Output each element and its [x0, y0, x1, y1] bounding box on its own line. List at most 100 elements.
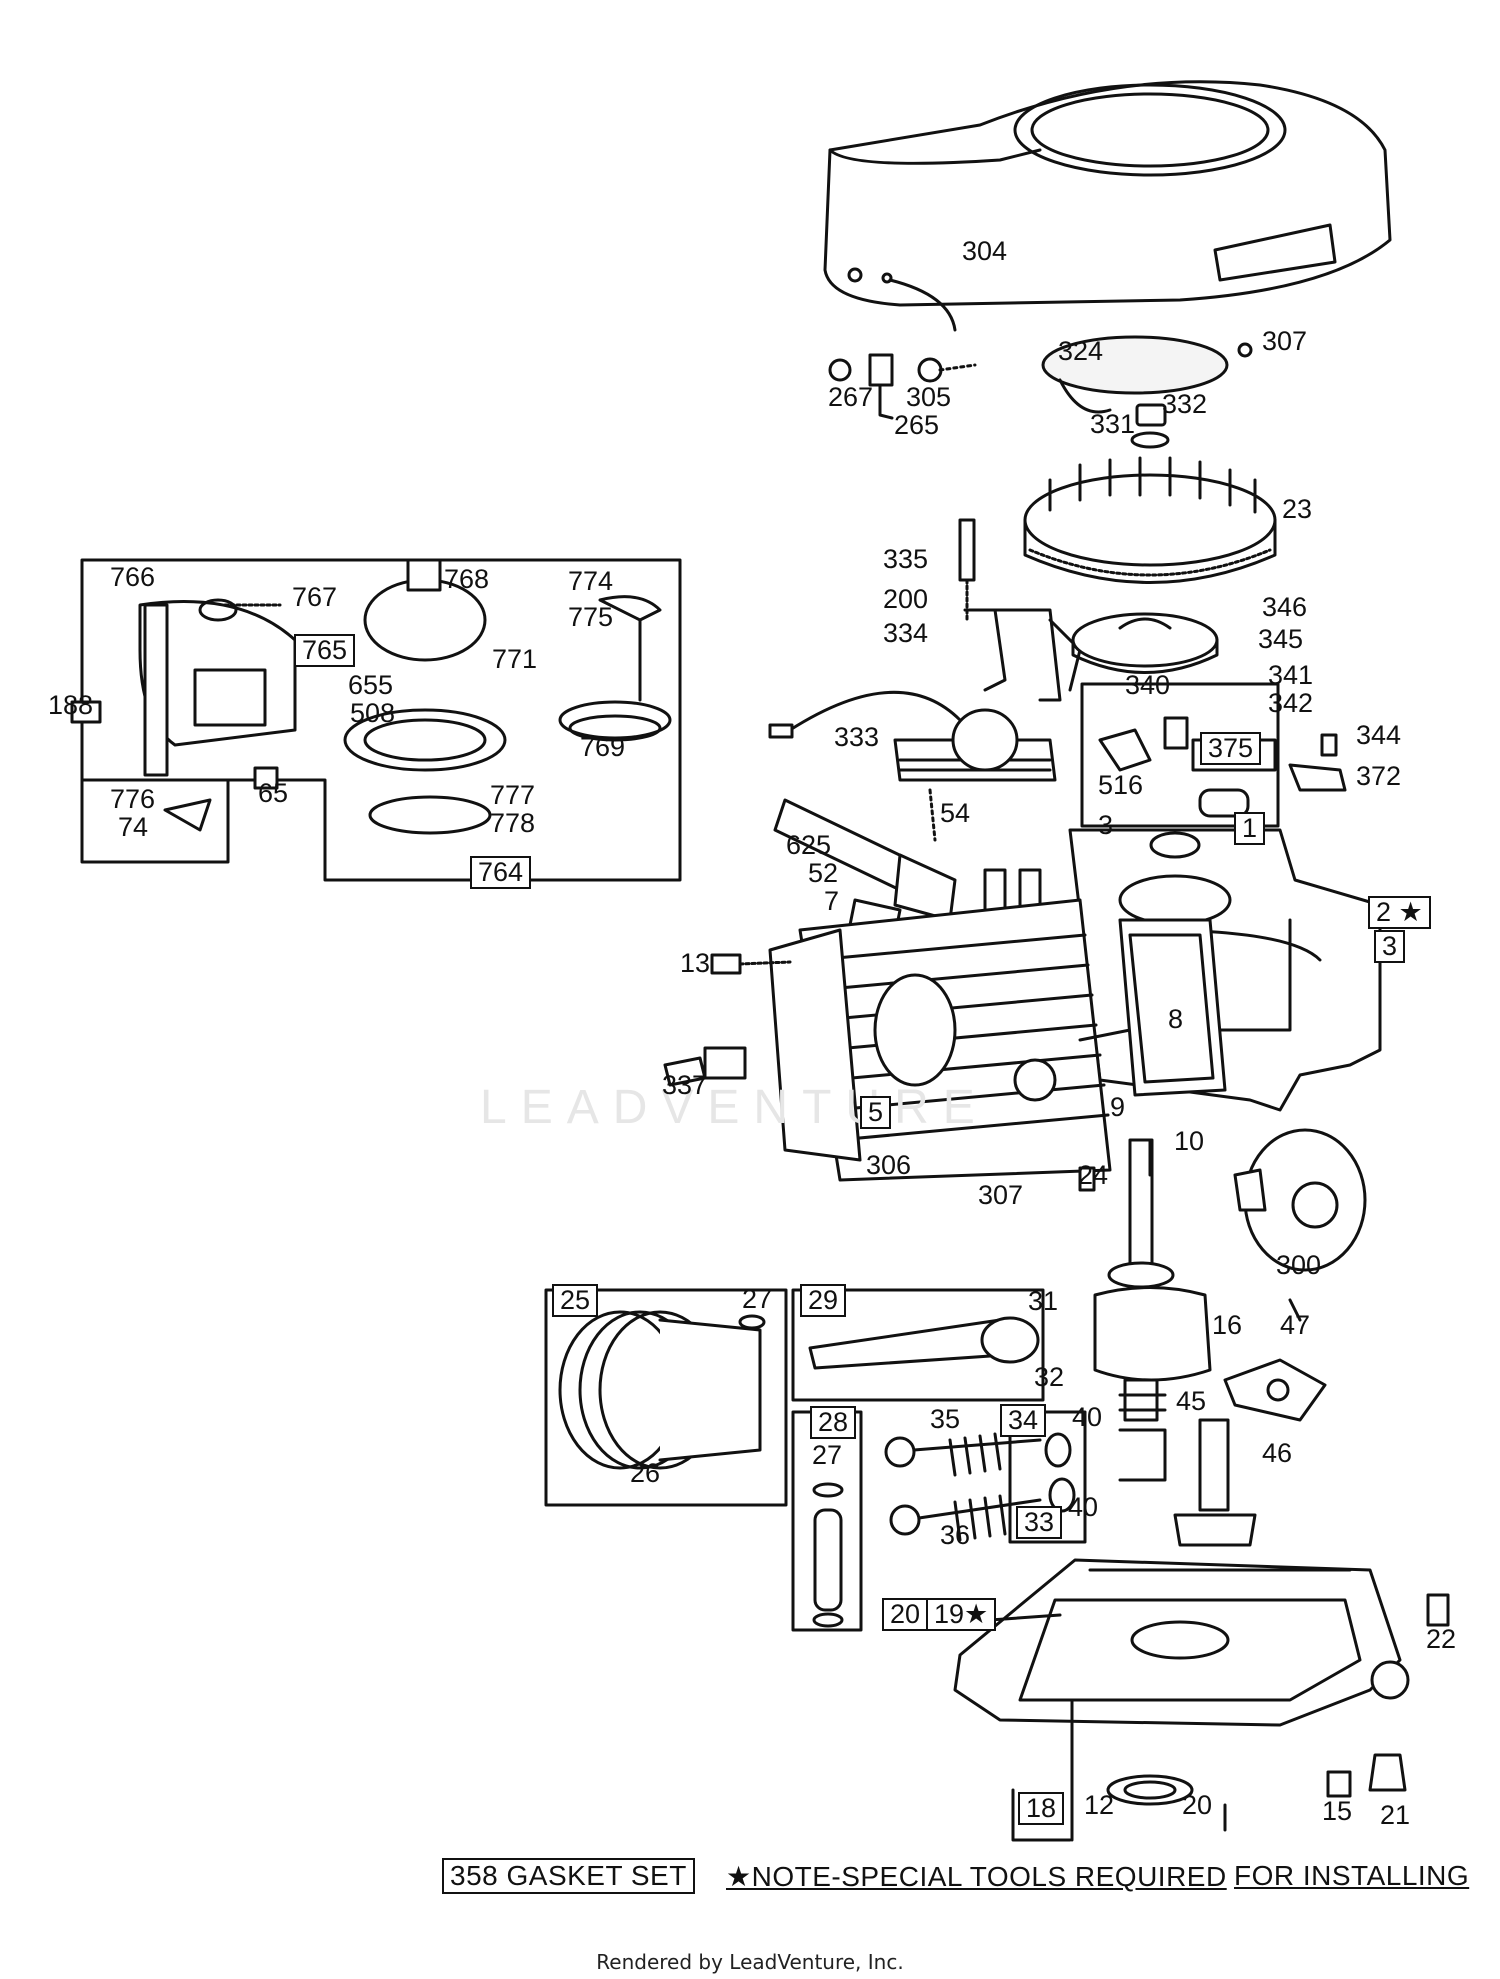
blower-housing-304: [823, 80, 1392, 332]
part-label-2star: 2 ★: [1368, 896, 1431, 929]
part-label-340: 340: [1125, 670, 1171, 700]
part-label-334: 334: [883, 618, 929, 648]
governor-47: [1223, 1358, 1327, 1422]
part-label-771: 771: [492, 644, 538, 674]
flywheel-23: [1023, 456, 1277, 584]
bracket-372: [1288, 733, 1347, 792]
part-label-9: 9: [1110, 1092, 1126, 1122]
part-label-3a: 3: [1098, 810, 1114, 840]
special-tools-note: ★NOTE-SPECIAL TOOLS REQUIRED: [726, 1861, 1227, 1892]
part-label-34: 34: [1000, 1404, 1047, 1437]
part-label-23: 23: [1282, 494, 1313, 524]
part-label-346: 346: [1262, 592, 1308, 622]
part-label-324: 324: [1058, 336, 1104, 366]
part-label-304: 304: [962, 236, 1008, 266]
rewind-starter-group: [70, 558, 682, 882]
part-label-21: 21: [1380, 1800, 1411, 1830]
part-label-28: 28: [810, 1406, 857, 1439]
part-label-625: 625: [786, 830, 832, 860]
part-label-20a: 20: [882, 1598, 929, 1631]
part-label-7: 7: [824, 886, 840, 916]
part-label-333: 333: [834, 722, 880, 752]
render-credit: Rendered by LeadVenture, Inc.: [596, 1950, 904, 1974]
part-label-307a: 307: [1262, 326, 1308, 356]
part-label-40b: 40: [1068, 1492, 1099, 1522]
part-label-27b: 27: [812, 1440, 843, 1470]
nut-332-washer-331: [1130, 403, 1170, 449]
leader-lines: [988, 1138, 1302, 1842]
part-label-35: 35: [930, 1404, 961, 1434]
part-label-12: 12: [1084, 1790, 1115, 1820]
part-label-47: 47: [1280, 1310, 1311, 1340]
part-label-15: 15: [1322, 1796, 1353, 1826]
part-label-8: 8: [1168, 1004, 1184, 1034]
part-label-306: 306: [866, 1150, 912, 1180]
part-label-10: 10: [1174, 1126, 1205, 1156]
part-label-508: 508: [350, 698, 396, 728]
breaker-points-box: [1080, 682, 1280, 828]
part-label-54: 54: [940, 798, 971, 828]
part-label-342: 342: [1268, 688, 1314, 718]
part-label-25: 25: [552, 1284, 599, 1317]
part-label-20b: 20: [1182, 1790, 1213, 1820]
part-label-341: 341: [1268, 660, 1314, 690]
bracket-200-screw-335: [958, 518, 1082, 702]
part-label-22: 22: [1426, 1624, 1457, 1654]
part-label-305: 305: [906, 382, 952, 412]
part-label-188: 188: [48, 690, 94, 720]
part-label-307b: 307: [978, 1180, 1024, 1210]
part-label-265: 265: [894, 410, 940, 440]
part-label-769: 769: [580, 732, 626, 762]
part-label-765: 765: [294, 634, 356, 667]
piston-box-25: [544, 1288, 788, 1507]
part-label-16: 16: [1212, 1310, 1243, 1340]
valves-box: [884, 1410, 1087, 1544]
for-installing-note: FOR INSTALLING: [1234, 1860, 1470, 1891]
part-label-768: 768: [444, 564, 490, 594]
part-label-777: 777: [490, 780, 536, 810]
screws-267-305: [828, 353, 977, 420]
part-label-344: 344: [1356, 720, 1402, 750]
part-label-767: 767: [292, 582, 338, 612]
cylinder-head: [768, 898, 1132, 1182]
intake-tube-625: [773, 788, 957, 937]
part-label-40a: 40: [1072, 1402, 1103, 1432]
part-label-65: 65: [258, 778, 289, 808]
part-label-3b: 3: [1374, 930, 1406, 963]
part-label-26: 26: [630, 1458, 661, 1488]
part-label-775: 775: [568, 602, 614, 632]
screw-13-spark-plug-337: [663, 953, 792, 1087]
gasket-set-box: 358 GASKET SET: [442, 1858, 695, 1894]
part-label-778: 778: [490, 808, 536, 838]
part-label-331: 331: [1090, 409, 1136, 439]
part-label-52: 52: [808, 858, 839, 888]
part-label-774: 774: [568, 566, 614, 596]
engine-base-18: [953, 1558, 1410, 1727]
camshaft-46: [1118, 1418, 1257, 1547]
part-label-764: 764: [470, 856, 532, 889]
breaker-cover-345: [1071, 612, 1219, 674]
part-label-24: 24: [1078, 1160, 1109, 1190]
connecting-rod-box-29: [791, 1288, 1045, 1402]
part-label-766: 766: [110, 562, 156, 592]
part-label-46: 46: [1262, 1438, 1293, 1468]
muffler-300: [1233, 1128, 1367, 1272]
part-label-335: 335: [883, 544, 929, 574]
part-label-33: 33: [1016, 1506, 1063, 1539]
part-label-29: 29: [800, 1284, 847, 1317]
part-label-200: 200: [883, 584, 929, 614]
crankshaft-16: [1093, 1138, 1212, 1422]
part-label-655: 655: [348, 670, 394, 700]
part-label-45: 45: [1176, 1386, 1207, 1416]
part-label-300: 300: [1276, 1250, 1322, 1280]
part-label-516: 516: [1098, 770, 1144, 800]
part-label-345: 345: [1258, 624, 1304, 654]
rotating-screen-324: [1041, 335, 1253, 414]
part-label-18: 18: [1018, 1792, 1065, 1825]
part-label-776: 776: [110, 784, 156, 814]
part-label-332: 332: [1162, 389, 1208, 419]
part-label-337: 337: [662, 1070, 708, 1100]
part-label-267: 267: [828, 382, 874, 412]
ignition-armature-333: [768, 690, 1057, 782]
